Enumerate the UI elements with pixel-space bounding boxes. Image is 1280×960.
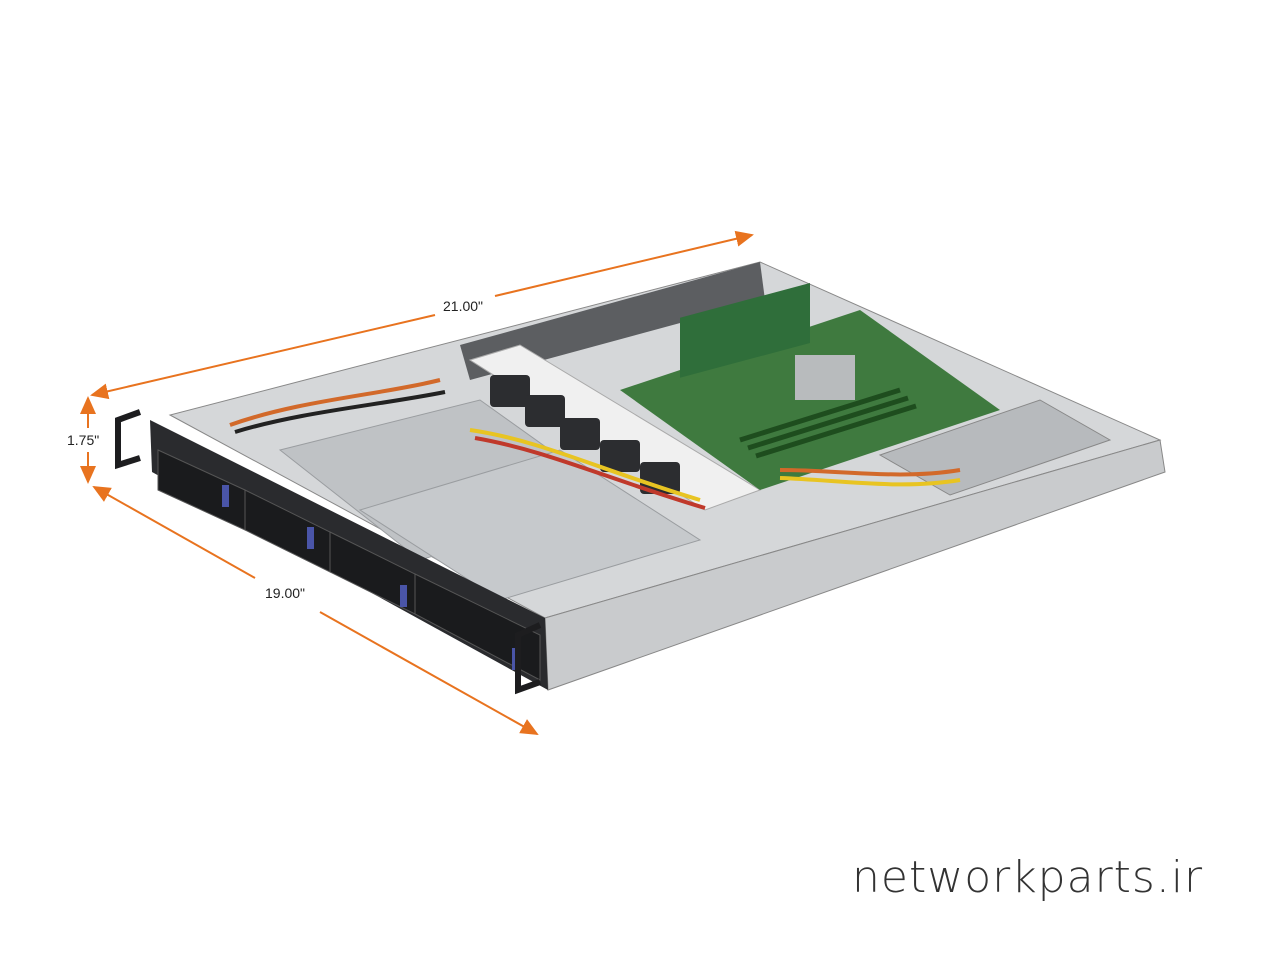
width-label: 19.00" xyxy=(262,585,309,601)
riser-card xyxy=(680,282,810,378)
chassis-rear-wall xyxy=(460,262,765,380)
depth-arrow xyxy=(494,230,754,297)
drive-bays xyxy=(157,449,541,681)
width-arrow xyxy=(92,486,256,579)
height-label: 1.75" xyxy=(64,432,103,448)
memory-modules xyxy=(739,387,917,459)
watermark-logo: networkparts.ir xyxy=(852,852,1204,903)
depth-arrow xyxy=(90,314,436,400)
depth-label: 21.00" xyxy=(440,298,487,314)
heatsink xyxy=(795,355,855,400)
width-arrow xyxy=(319,611,539,735)
drive-cage xyxy=(358,449,702,601)
rack-ears xyxy=(115,409,542,695)
cables xyxy=(229,378,961,510)
